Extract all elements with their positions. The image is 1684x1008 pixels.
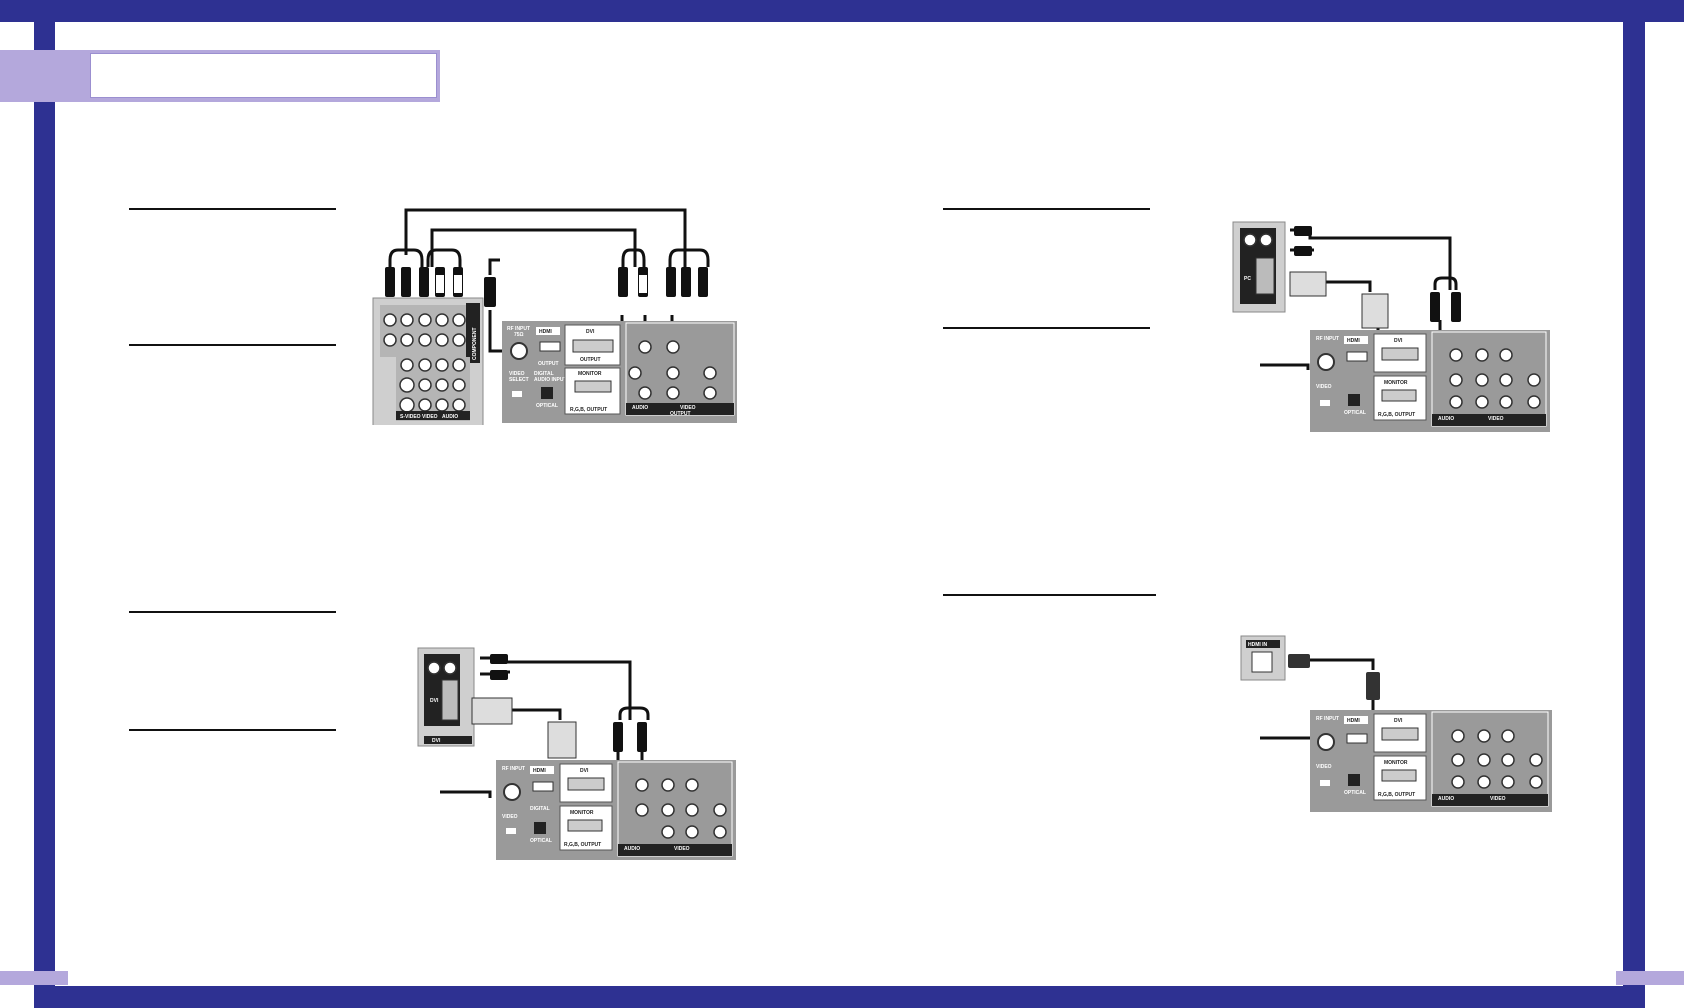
divider-rule xyxy=(129,208,336,210)
rgb-output-label-c: R,G,B, OUTPUT xyxy=(1378,412,1415,418)
optical-label-c: OPTICAL xyxy=(1344,410,1366,416)
digital-audio-label-2: AUDIO INPUT xyxy=(534,377,567,383)
divider-rule xyxy=(943,594,1156,596)
hdmi-label-2: HDMI xyxy=(533,768,546,774)
hdmi-plug-source xyxy=(1288,654,1310,668)
digital-audio-label-b: DIGITAL xyxy=(530,806,550,812)
hdmi-plug-tv xyxy=(1366,672,1380,700)
video-select-label-c: VIDEO xyxy=(1316,384,1332,390)
optical-label-d: OPTICAL xyxy=(1344,790,1366,796)
audio-label-c: AUDIO xyxy=(1438,416,1454,422)
section-title-box xyxy=(90,53,437,98)
corner-accent-left xyxy=(0,971,68,985)
video-select-label-d: VIDEO xyxy=(1316,764,1332,770)
optical-label-b: OPTICAL xyxy=(530,838,552,844)
pc-label: PC xyxy=(1244,276,1251,282)
video-output-label: VIDEO xyxy=(680,405,696,411)
divider-rule xyxy=(943,208,1150,210)
dvi-cable-plug-source xyxy=(471,697,513,725)
digital-audio-label: DIGITAL xyxy=(534,371,554,377)
audio-label: AUDIO xyxy=(442,414,458,420)
hdmi-port xyxy=(539,341,561,352)
video-select-switch xyxy=(512,391,522,397)
video-label: VIDEO xyxy=(422,414,438,420)
video-output-label-d: VIDEO xyxy=(1490,796,1506,802)
hdmi-in-label: HDMI IN xyxy=(1248,642,1268,648)
dvi-output-label: OUTPUT xyxy=(580,357,601,363)
monitor-label-b: MONITOR xyxy=(570,810,594,816)
pc-vga-plug-source xyxy=(1289,271,1327,297)
rgb-port xyxy=(574,380,612,393)
dvi-label-c: DVI xyxy=(1394,338,1403,344)
video-select-label: VIDEO xyxy=(509,371,525,377)
rf-input-label-4: RF INPUT xyxy=(1316,716,1339,722)
component-jacks xyxy=(383,313,466,347)
rf-input-jack xyxy=(510,342,528,360)
rf-input-label-3: RF INPUT xyxy=(1316,336,1339,342)
rf-input-label-2: RF INPUT xyxy=(502,766,525,772)
video-select-label-2: SELECT xyxy=(509,377,529,383)
dvi-source-port xyxy=(441,679,459,721)
audio-label: AUDIO xyxy=(632,405,648,411)
output-jacks xyxy=(628,340,717,400)
pc-vga-port xyxy=(1255,257,1275,295)
monitor-label-c: MONITOR xyxy=(1384,380,1408,386)
plug-tips xyxy=(436,275,647,293)
optical-label: OPTICAL xyxy=(536,403,558,409)
frame-top-bar xyxy=(0,0,1684,22)
rf-input-label: RF INPUT xyxy=(507,326,530,332)
dvi-label-d: DVI xyxy=(1394,718,1403,724)
output-group-label: OUTPUT xyxy=(670,411,691,417)
divider-rule xyxy=(943,327,1150,329)
dvi-label: DVI xyxy=(586,329,595,335)
dvi-port xyxy=(572,339,614,353)
hdmi-label-3: HDMI xyxy=(1347,338,1360,344)
audio-label-b: AUDIO xyxy=(624,846,640,852)
video-output-label-c: VIDEO xyxy=(1488,416,1504,422)
hdmi-source-port xyxy=(1251,651,1273,673)
dvi-connection-diagram: DVI DVI RF INPUT VIDEO HDMI DIGITAL OPTI… xyxy=(417,647,736,860)
divider-rule xyxy=(129,611,336,613)
audio-label-d: AUDIO xyxy=(1438,796,1454,802)
pc-connection-diagram: PC RF INPUT VIDEO HDMI OPTICAL DVI MONIT… xyxy=(1232,221,1550,432)
component-connection-diagram: COMPONENT S-VIDEO VIDEO AUDIO xyxy=(372,208,737,425)
rf-ohm-label: 75Ω xyxy=(514,332,524,338)
component-label-strip xyxy=(466,303,480,363)
corner-accent-right xyxy=(1616,971,1684,985)
dvi-audio-plugs xyxy=(490,654,647,752)
dvi-cable-plug-tv xyxy=(547,721,577,759)
rgb-output-label: R,G,B, OUTPUT xyxy=(570,407,607,413)
pc-vga-plug-tv xyxy=(1361,293,1389,329)
optical-port xyxy=(541,387,553,399)
dvi-source-label-2: DVI xyxy=(432,738,441,744)
dvi-source-label: DVI xyxy=(430,698,439,704)
video-output-label-b: VIDEO xyxy=(674,846,690,852)
hdmi-output-label: OUTPUT xyxy=(538,361,559,367)
hdmi-label-4: HDMI xyxy=(1347,718,1360,724)
frame-right-bar xyxy=(1623,0,1645,1008)
monitor-label: MONITOR xyxy=(578,371,602,377)
rf-input-jack-2 xyxy=(503,783,521,801)
rgb-output-label-b: R,G,B, OUTPUT xyxy=(564,842,601,848)
monitor-label-d: MONITOR xyxy=(1384,760,1408,766)
hdmi-label: HDMI xyxy=(539,329,552,335)
rgb-output-label-d: R,G,B, OUTPUT xyxy=(1378,792,1415,798)
hdmi-connection-diagram: HDMI IN RF INPUT VIDEO HDMI OPTICAL DVI … xyxy=(1240,635,1552,812)
video-select-label-b: VIDEO xyxy=(502,814,518,820)
component-label: COMPONENT xyxy=(472,328,478,361)
hdmi-tv-port xyxy=(1346,733,1368,744)
dvi-label-b: DVI xyxy=(580,768,589,774)
component-jack-block xyxy=(380,305,466,357)
frame-left-bar xyxy=(34,0,55,1008)
frame-bottom-bar xyxy=(34,986,1645,1008)
svideo-label: S-VIDEO xyxy=(400,414,421,420)
divider-rule xyxy=(129,729,336,731)
divider-rule xyxy=(129,344,336,346)
